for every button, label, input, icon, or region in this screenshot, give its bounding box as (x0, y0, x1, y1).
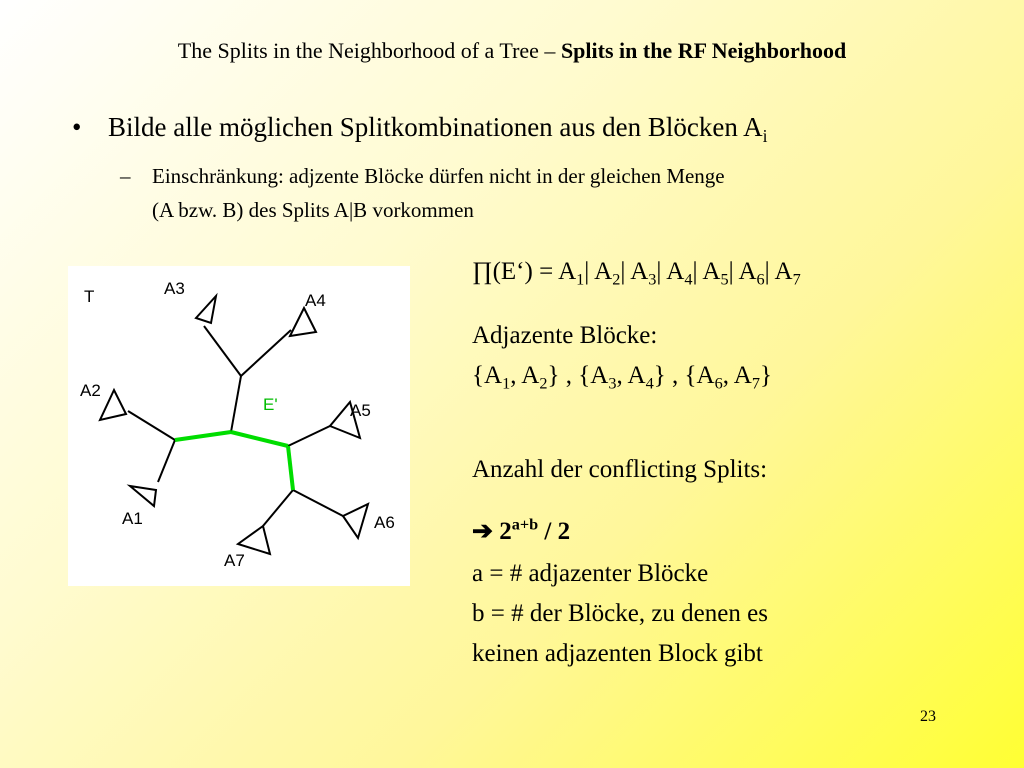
formula-sep: | (692, 258, 703, 285)
formula-sep: | (584, 258, 595, 285)
formula-block: A (702, 258, 721, 285)
adjacent-set-3: {A6, A7} (684, 362, 773, 393)
formula-sub: 3 (648, 270, 657, 289)
label-A4: A4 (305, 291, 326, 310)
bullet-sub-line2: (A bzw. B) des Splits A|B vorkommen (152, 197, 474, 222)
count-divisor: / 2 (538, 518, 571, 545)
label-E-prime: E' (263, 395, 278, 414)
edge-to-A6 (292, 489, 344, 517)
triangle-A6 (341, 502, 370, 541)
triangle-A1 (126, 484, 158, 508)
label-A5: A5 (350, 401, 371, 420)
formula-block: A (630, 258, 649, 285)
formula-sub: 4 (684, 270, 693, 289)
count-def-b1: b = # der Blöcke, zu denen es (472, 600, 768, 627)
formula-sub: 2 (612, 270, 621, 289)
partition-formula: ∏(E‘) = A1| A2| A3| A4| A5| A6| A7 (472, 258, 801, 289)
triangle-A5 (328, 399, 362, 440)
arrow-icon: ➔ (472, 518, 493, 545)
formula-block: A (558, 258, 577, 285)
formula-block: A (594, 258, 613, 285)
formula-block: A (774, 258, 793, 285)
bullet-main: • Bilde alle möglichen Splitkombinationen… (72, 112, 768, 147)
formula-sub: 1 (576, 270, 585, 289)
tree-diagram: T E' A3 A4 A2 A5 A1 A6 A7 (68, 266, 410, 586)
formula-sep: | (764, 258, 775, 285)
formula-sep: | (728, 258, 739, 285)
triangle-A4 (288, 305, 318, 338)
label-A6: A6 (374, 513, 395, 532)
count-heading: Anzahl der conflicting Splits: (472, 456, 768, 483)
edge-to-A1 (157, 439, 176, 483)
green-edge-left (174, 430, 232, 442)
edge-to-A2 (127, 410, 176, 441)
count-def-b2: keinen adjazenten Block gibt (472, 640, 763, 667)
bullet-main-sub: i (762, 126, 768, 147)
bullet-dash: – (120, 164, 131, 188)
formula-sep: | (620, 258, 631, 285)
formula-sub: 5 (720, 270, 729, 289)
count-exponent: a+b (511, 515, 539, 534)
formula-sub: 6 (756, 270, 765, 289)
page-number: 23 (920, 708, 936, 725)
edge-to-A7 (262, 489, 294, 527)
edge-to-A4 (240, 329, 292, 377)
triangle-A7 (235, 524, 272, 556)
count-formula: ➔ 2a+b / 2 (472, 516, 570, 546)
edge-to-A3 (203, 325, 242, 377)
count-base: 2 (499, 518, 512, 545)
label-T: T (84, 287, 94, 306)
adjacent-sets: {A1, A2} , {A3, A4} , {A6, A7} (472, 362, 773, 393)
label-A3: A3 (164, 279, 185, 298)
tree-svg: T E' A3 A4 A2 A5 A1 A6 A7 (80, 279, 395, 570)
formula-sub: 7 (792, 270, 801, 289)
adjacent-set-2: {A3, A4} (578, 362, 666, 393)
triangle-A3 (194, 292, 218, 325)
bullet-main-text: Bilde alle möglichen Splitkombinationen … (108, 112, 763, 142)
title-bold: Splits in the RF Neighborhood (560, 38, 847, 63)
adjacent-heading: Adjazente Blöcke: (472, 322, 658, 349)
label-A7: A7 (224, 551, 245, 570)
bullet-dot: • (72, 112, 82, 142)
green-edge-right (286, 445, 295, 491)
edge-center-top (230, 375, 242, 433)
formula-lhs: ∏(E‘) = (472, 258, 559, 285)
formula-sep: | (656, 258, 667, 285)
count-def-a: a = # adjazenter Blöcke (472, 560, 709, 587)
formula-block: A (666, 258, 685, 285)
label-A1: A1 (122, 509, 143, 528)
formula-block: A (738, 258, 757, 285)
bullet-sub: – Einschränkung: adjzente Blöcke dürfen … (120, 160, 950, 227)
slide-title: The Splits in the Neighborhood of a Tree… (0, 38, 1024, 64)
triangle-A2 (98, 387, 128, 422)
bullet-sub-line1: Einschränkung: adjzente Blöcke dürfen ni… (152, 164, 725, 188)
adjacent-set-1: {A1, A2} (472, 362, 560, 393)
edge-to-A5 (287, 425, 331, 447)
title-normal: The Splits in the Neighborhood of a Tree… (177, 38, 561, 63)
label-A2: A2 (80, 381, 101, 400)
green-edge-e-prime (230, 430, 289, 448)
